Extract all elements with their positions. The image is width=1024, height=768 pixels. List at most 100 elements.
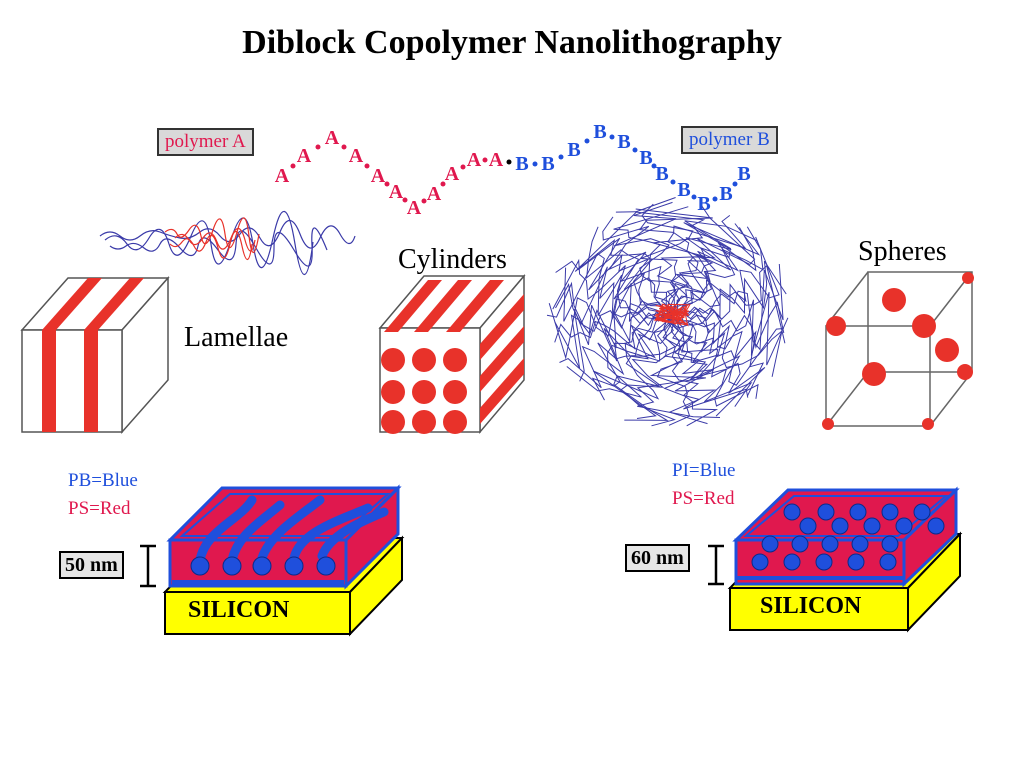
chain-monomer-a: A [427,183,442,205]
star-arm [671,314,749,410]
film-cylinder-end [252,556,272,576]
chain-monomer-b: B [639,147,652,169]
chain-monomer-a: A [407,197,422,219]
star-micelle-coil [546,197,789,427]
chain-bond-dot [632,147,638,153]
chain-monomer-b: B [515,153,528,175]
chain-monomer-a: A [371,165,386,187]
star-arm [663,314,719,427]
left-film-stack [140,484,405,637]
star-arm [552,258,673,316]
chain-bond-dot [732,181,738,187]
chain-monomer-b: B [737,163,750,185]
star-arm [585,226,673,316]
film-sphere [851,535,869,553]
star-arm [671,264,786,344]
left-legend-red: PS=Red [68,498,131,519]
chain-monomer-a: A [297,145,312,167]
chain-monomer-a: A [275,165,290,187]
chain-monomer-a: A [467,149,482,171]
page-title: Diblock Copolymer Nanolithography [242,24,782,61]
cylinders-label: Cylinders [398,244,507,275]
star-arm [671,314,783,377]
film-sphere [849,503,867,521]
cylinder-end-dot [381,348,405,372]
right-legend-blue: PI=Blue [672,460,736,481]
film-sphere [761,535,779,553]
chain-monomer-b: B [677,179,690,201]
chain-monomer-b: B [541,153,554,175]
star-arm [671,301,785,350]
star-arm [602,216,673,316]
film-cylinder-end [222,556,242,576]
chain-bond-dot [421,198,427,204]
star-arm [591,314,673,401]
lamellae-label: Lamellae [184,322,289,353]
star-arm [546,281,673,333]
film-sphere [751,553,769,571]
film-sphere [815,553,833,571]
star-arm [635,208,713,316]
film-sphere [783,553,801,571]
star-arm [671,314,766,417]
star-arm [563,252,673,322]
chain-bond-dot [384,181,390,187]
chain-monomer-b: B [655,163,668,185]
chain-bond-dot [315,144,321,150]
right-substrate-label: SILICON [760,593,862,619]
chain-monomer-b: B [593,121,606,143]
film-sphere [895,517,913,535]
right-film-stack [708,486,963,633]
film-sphere [821,535,839,553]
star-core [658,305,683,326]
chain-bond-dot [609,134,615,140]
chain-monomer-b: B [617,131,630,153]
star-arm [566,314,673,398]
chain-bond-dot [532,161,538,167]
chain-monomer-a: A [349,145,364,167]
chain-bond-dot [364,163,370,169]
star-arm [671,227,757,316]
star-arm [671,206,756,316]
chain-monomer-b: B [719,183,732,205]
star-arm [671,291,789,366]
chain-monomer-a: A [489,149,504,171]
right-thickness-label: 60 nm [625,544,690,572]
chain-bond-dot [460,164,466,170]
star-arm [555,266,673,326]
chain-monomer-a: A [445,163,460,185]
film-sphere [913,503,931,521]
film-cylinder-end [284,556,304,576]
star-arm [613,206,689,316]
chain-bond-dot [670,179,676,185]
lamellae-coil [99,210,356,276]
film-cylinder-end [190,556,210,576]
chain-bond-dot [440,181,446,187]
chain-bond-dot [651,163,657,169]
chain-bond-dot [584,138,590,144]
film-sphere [791,535,809,553]
chain-bond-dot [712,196,718,202]
cylinder-end-dot [412,348,436,372]
lamellae-cube [20,276,170,434]
polymer-b-label: polymer B [681,126,778,154]
chain-monomer-b: B [697,193,710,215]
cylinder-end-dot [381,410,405,434]
film-cylinder-end [316,556,336,576]
film-sphere [817,503,835,521]
cylinder-end-dot [443,380,467,404]
star-arm [671,222,761,316]
star-arm [668,314,708,425]
film-sphere [927,517,945,535]
chain-bond-dot [290,163,296,169]
film-sphere [879,553,897,571]
chain-bond-dot [558,154,564,160]
polymer-a-label: polymer A [157,128,254,156]
film-sphere [831,517,849,535]
star-arm [640,203,694,316]
spheres-dots [822,272,974,430]
left-thickness-label: 50 nm [59,551,124,579]
cylinder-end-dot [443,410,467,434]
